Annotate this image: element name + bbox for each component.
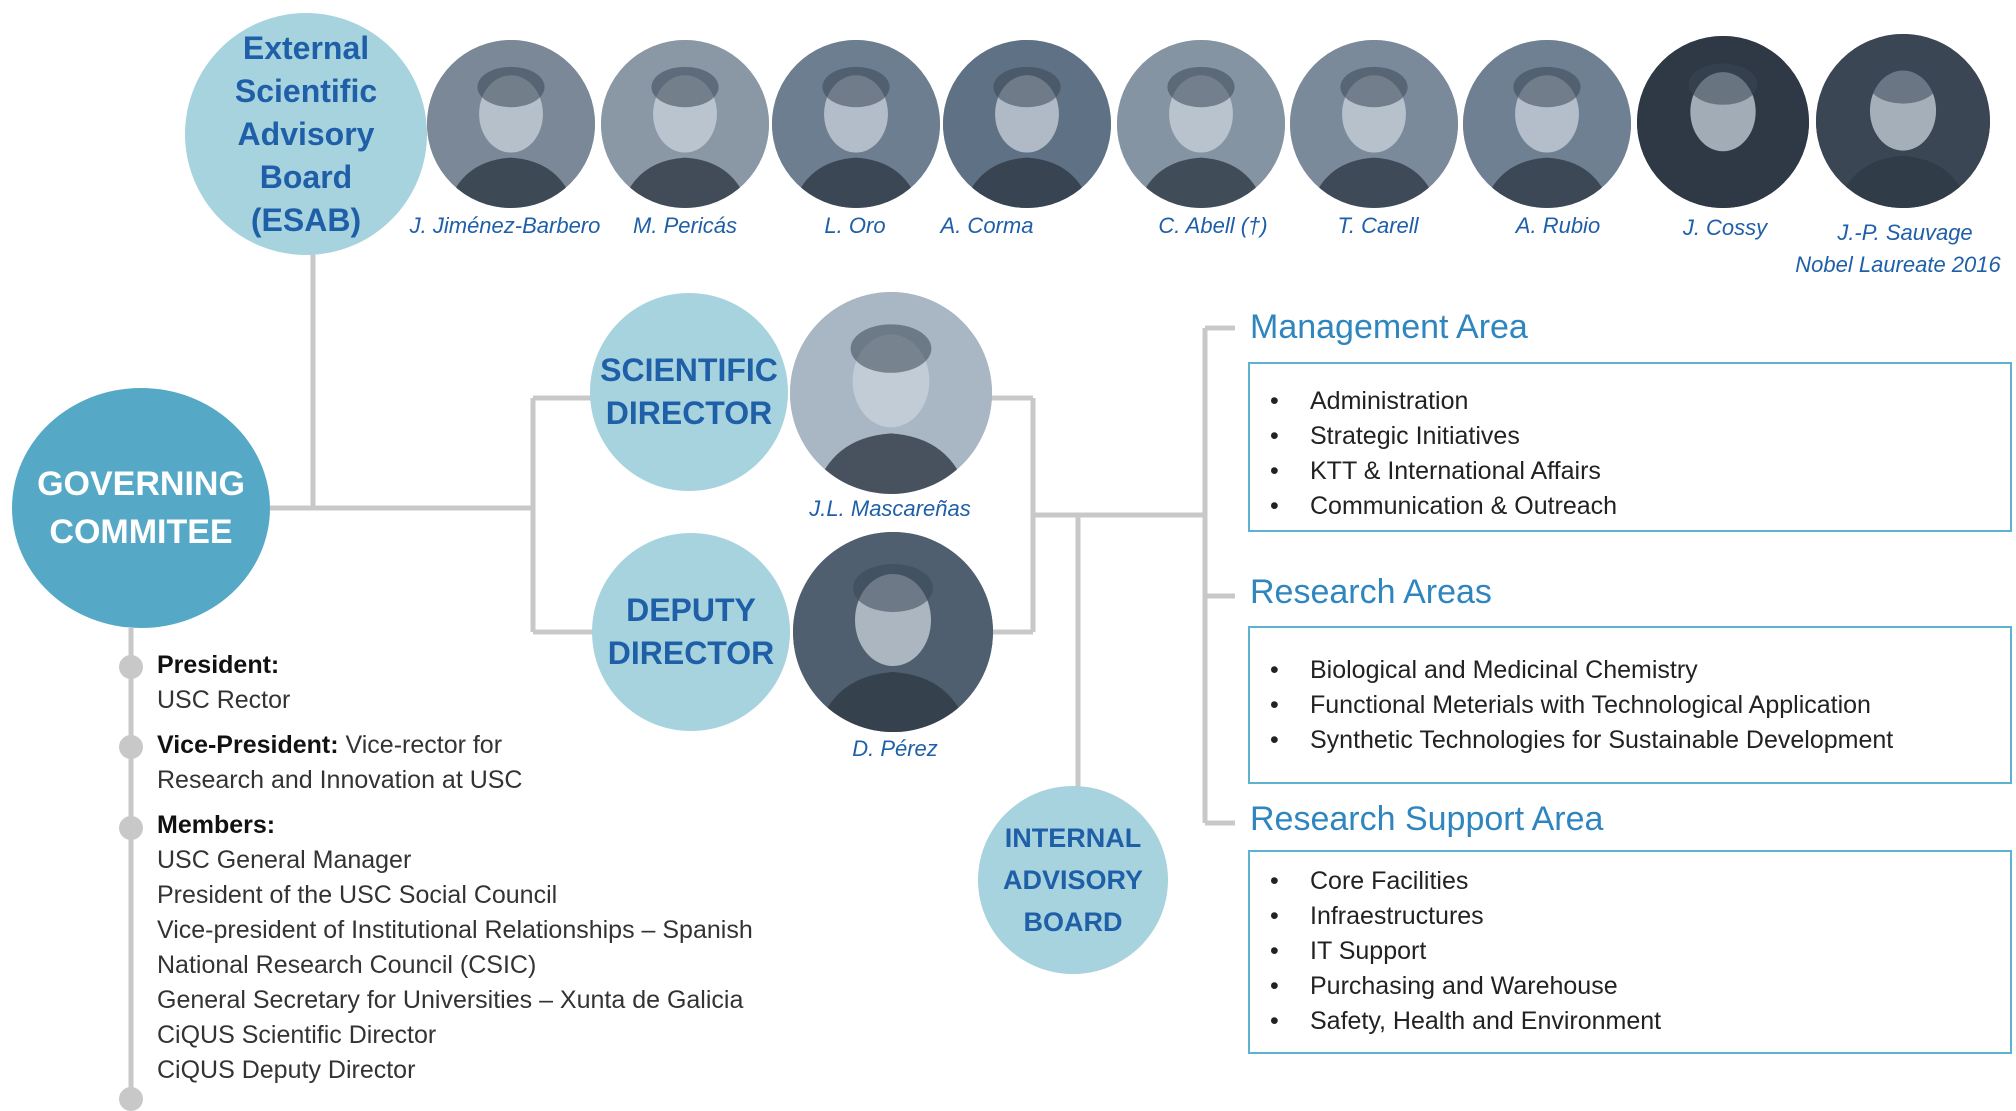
governing-committee-circle: GOVERNING COMMITEE (12, 388, 270, 628)
portrait-photo (790, 292, 992, 494)
president-text: USC Rector (157, 686, 291, 714)
advisor-name: A. Rubio (1515, 213, 1601, 238)
member-item: National Research Council (CSIC) (157, 951, 537, 979)
advisor-name: J. Cossy (1682, 215, 1768, 240)
internal-board-label-line: INTERNAL (1004, 823, 1142, 853)
members-label: Members: (157, 811, 276, 839)
portrait-photo (772, 40, 940, 208)
advisor-name: J.-P. Sauvage (1837, 220, 1973, 245)
scientific-director-circle: SCIENTIFIC DIRECTOR (590, 293, 788, 491)
portrait-photo (793, 532, 993, 732)
management-area-box: •Administration •Strategic Initiatives •… (1248, 362, 2012, 532)
timeline-dot (119, 1087, 143, 1111)
list-item: •Biological and Medicinal Chemistry (1270, 656, 1698, 684)
esab-label-line: External (242, 29, 370, 66)
portrait-photo (1816, 34, 1990, 208)
esab-label-line: Advisory (237, 115, 375, 152)
list-item: •Communication & Outreach (1270, 492, 1618, 520)
portrait-photo (1637, 36, 1809, 208)
deputy-director-name: D. Pérez (852, 736, 938, 761)
portrait-photo (1290, 40, 1458, 208)
deputy-director-circle: DEPUTY DIRECTOR (592, 533, 790, 731)
member-item: CiQUS Deputy Director (157, 1056, 416, 1084)
list-item: •Administration (1270, 387, 1469, 415)
member-item: General Secretary for Universities – Xun… (157, 986, 744, 1014)
list-item: •Purchasing and Warehouse (1270, 972, 1618, 1000)
portrait-photo (1463, 40, 1631, 208)
portrait-photo (427, 40, 595, 208)
vice-president-label: Vice-President: (157, 731, 339, 759)
advisor-name: T. Carell (1337, 213, 1419, 238)
portrait-photo (943, 40, 1111, 208)
list-item: •Core Facilities (1270, 867, 1469, 895)
advisor-name: A. Corma (940, 213, 1034, 238)
internal-board-label-line: ADVISORY (1002, 865, 1144, 895)
list-item: •IT Support (1270, 937, 1427, 965)
scientific-director-label-line: SCIENTIFIC (600, 352, 778, 388)
research-support-area-title: Research Support Area (1250, 800, 1604, 838)
governing-label-line: GOVERNING (37, 465, 245, 503)
esab-label-line: (ESAB) (250, 201, 362, 238)
deputy-director-label-line: DEPUTY (626, 592, 756, 628)
list-item: •Synthetic Technologies for Sustainable … (1270, 726, 1894, 754)
vice-president-text-cont: Research and Innovation at USC (157, 766, 523, 794)
management-area-title: Management Area (1250, 308, 1528, 346)
advisor-name: J. Jiménez-Barbero (409, 213, 601, 238)
vice-president-text: Vice-rector for (338, 731, 503, 759)
nobel-note: Nobel Laureate 2016 (1795, 252, 2001, 277)
list-item: •Strategic Initiatives (1270, 422, 1520, 450)
list-item: •Safety, Health and Environment (1270, 1007, 1662, 1035)
portrait-photo (1117, 40, 1285, 208)
president-label: President: (157, 651, 280, 679)
member-item: USC General Manager (157, 846, 412, 874)
advisor-name: L. Oro (824, 213, 886, 238)
scientific-director-name: J.L. Mascareñas (809, 496, 971, 521)
timeline-dot (119, 655, 143, 679)
scientific-director-label-line: DIRECTOR (605, 395, 773, 431)
list-item: •KTT & International Affairs (1270, 457, 1601, 485)
list-item: •Functional Meterials with Technological… (1270, 691, 1871, 719)
timeline-dot (119, 816, 143, 840)
research-support-area-box: •Core Facilities •Infraestructures •IT S… (1248, 850, 2012, 1054)
internal-board-label-line: BOARD (1023, 907, 1123, 937)
research-areas-title: Research Areas (1250, 573, 1492, 611)
member-item: Vice-president of Institutional Relation… (157, 916, 753, 944)
portrait-photo (601, 40, 769, 208)
member-item: CiQUS Scientific Director (157, 1021, 437, 1049)
advisor-name: C. Abell (†) (1158, 213, 1268, 238)
timeline-dot (119, 735, 143, 759)
esab-circle: External Scientific Advisory Board (ESAB… (185, 13, 427, 255)
member-item: President of the USC Social Council (157, 881, 558, 909)
governing-label-line: COMMITEE (49, 513, 233, 551)
research-areas-box: •Biological and Medicinal Chemistry •Fun… (1248, 626, 2012, 784)
list-item: •Infraestructures (1270, 902, 1484, 930)
governing-committee-info: President: USC Rector Vice-President: Vi… (157, 648, 753, 1091)
esab-label-line: Scientific (234, 72, 378, 109)
deputy-director-label-line: DIRECTOR (607, 635, 775, 671)
esab-label-line: Board (259, 158, 353, 195)
advisor-name: M. Pericás (633, 213, 737, 238)
internal-advisory-board-circle: INTERNAL ADVISORY BOARD (978, 786, 1168, 974)
